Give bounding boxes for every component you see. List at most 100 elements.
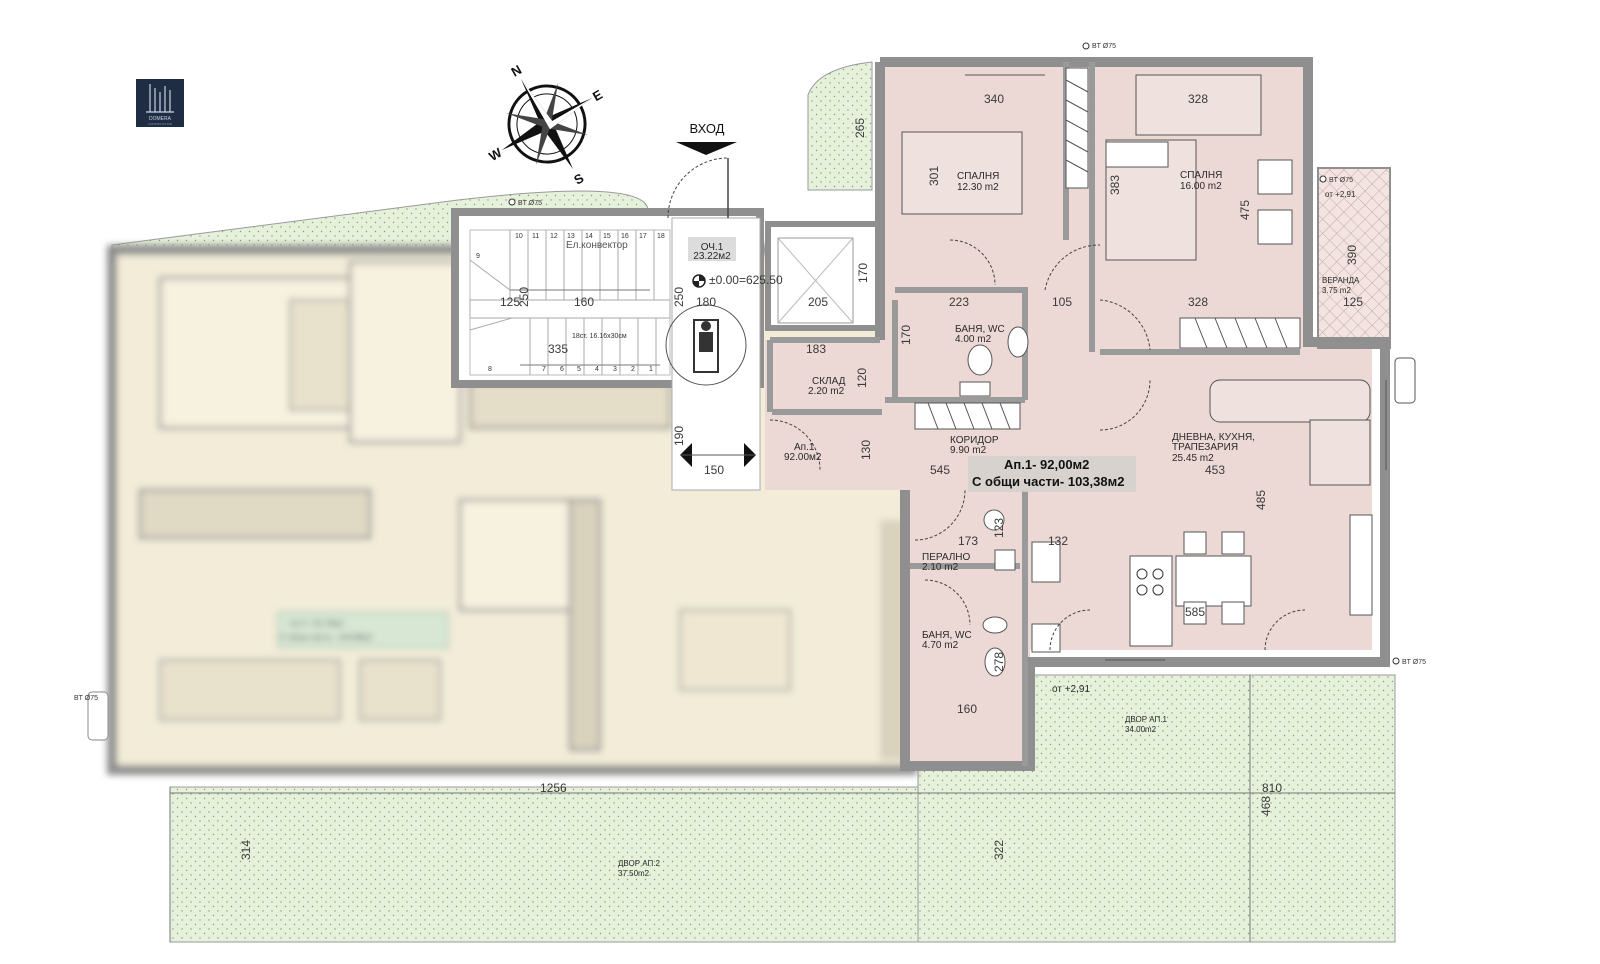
garden-top-strip [807, 61, 873, 191]
storage-area: 2.20 m2 [808, 386, 845, 397]
dimensions: 340 328 265 301 383 475 390 125 223 105 … [239, 92, 1363, 860]
yard-apt2 [169, 786, 919, 943]
svg-text:250: 250 [672, 287, 686, 307]
bedroom1-area: 12.30 m2 [957, 182, 999, 193]
yard1-name: ДВОР АП.1 [1125, 715, 1167, 724]
bath2-area: 4.70 m2 [922, 640, 959, 651]
svg-text:160: 160 [957, 702, 977, 716]
svg-text:120: 120 [855, 368, 869, 388]
svg-text:15: 15 [603, 233, 611, 240]
bath1-name: БАНЯ, WC [955, 324, 1005, 335]
svg-text:12: 12 [550, 233, 558, 240]
level-marker-icon [692, 274, 706, 288]
pipe-label-top: BT Ø75 [1092, 43, 1116, 50]
svg-text:180: 180 [696, 295, 716, 309]
entrance-label: ВХОД [690, 121, 725, 136]
pipe-right-icon [1392, 657, 1400, 665]
stair-step-numbers: 10 11 12 13 14 15 16 17 18 9 8 7 6 5 4 3… [476, 233, 665, 373]
svg-text:301: 301 [927, 166, 941, 186]
svg-text:173: 173 [958, 534, 978, 548]
svg-text:105: 105 [1052, 295, 1072, 309]
bath1-area: 4.00 m2 [955, 334, 992, 345]
svg-text:10: 10 [515, 233, 523, 240]
convector-label: Ел.конвектор [566, 240, 628, 251]
svg-text:485: 485 [1254, 490, 1268, 510]
living-area: 25.45 m2 [1172, 453, 1214, 464]
svg-text:250: 250 [517, 287, 531, 307]
logo-text: DOMERA [149, 116, 172, 122]
yard-level: от +2,91 [1052, 684, 1090, 695]
yard2-name: ДВОР АП.2 [618, 859, 660, 868]
stair-spec: 18ст. 16.16х30см [572, 333, 627, 340]
laundry-name: ПЕРАЛНО [922, 552, 971, 563]
pipe-veranda-icon [1319, 175, 1327, 183]
svg-text:8: 8 [488, 366, 492, 373]
svg-text:3: 3 [613, 366, 617, 373]
svg-text:125: 125 [1343, 295, 1363, 309]
yard1-area: 34.00m2 [1125, 725, 1157, 734]
building-logo-icon [146, 84, 174, 113]
pipe-label-far-left: BT Ø75 [74, 695, 98, 702]
svg-text:223: 223 [949, 295, 969, 309]
svg-text:1256: 1256 [540, 781, 567, 795]
veranda-name: ВЕРАНДА [1322, 276, 1360, 285]
bedroom1-name: СПАЛНЯ [957, 171, 999, 182]
svg-text:2: 2 [631, 366, 635, 373]
svg-text:132: 132 [1048, 534, 1068, 548]
svg-text:16: 16 [621, 233, 629, 240]
entrance-arrow-icon [676, 142, 737, 155]
svg-text:7: 7 [542, 366, 546, 373]
apt1-summary-line2: С общи части- 103,38м2 [972, 474, 1124, 489]
svg-text:13: 13 [567, 233, 575, 240]
pipe-top-icon [1082, 42, 1090, 50]
logo: DOMERA CONSTRUCTION [136, 79, 184, 127]
svg-text:11: 11 [532, 233, 539, 240]
stairwell [451, 157, 881, 491]
svg-text:328: 328 [1188, 295, 1208, 309]
apt2-summary-line1: Ап.2 - 91,78м2 [290, 619, 344, 628]
svg-text:170: 170 [899, 325, 913, 345]
svg-text:170: 170 [856, 263, 870, 283]
apartment-1 [765, 57, 1391, 771]
living-name-1: ДНЕВНА, КУХНЯ, [1172, 432, 1255, 443]
wheelchair-icon [693, 319, 719, 373]
pipe-label-veranda: BT Ø75 [1329, 177, 1353, 184]
apt1-summary-line1: Ап.1- 92,00м2 [1004, 457, 1089, 472]
compass-north: N [508, 62, 524, 80]
compass-south: S [571, 170, 586, 187]
svg-text:468: 468 [1259, 796, 1273, 816]
svg-text:5: 5 [577, 366, 581, 373]
yard2-area: 37.50m2 [618, 869, 650, 878]
living-name-2: ТРАПЕЗАРИЯ [1172, 442, 1238, 453]
svg-text:475: 475 [1238, 200, 1252, 220]
svg-text:130: 130 [859, 440, 873, 460]
common-area-size: 23.22м2 [693, 251, 731, 262]
svg-text:190: 190 [672, 426, 686, 446]
svg-text:183: 183 [806, 342, 826, 356]
compass-rose: N E S W [486, 62, 605, 188]
svg-text:328: 328 [1188, 92, 1208, 106]
svg-text:383: 383 [1108, 175, 1122, 195]
logo-subtext: CONSTRUCTION [148, 122, 172, 126]
laundry-area: 2.10 m2 [922, 562, 959, 573]
svg-text:585: 585 [1185, 605, 1205, 619]
svg-text:18: 18 [657, 233, 665, 240]
pipe-left-icon [508, 198, 516, 206]
svg-text:150: 150 [704, 463, 724, 477]
svg-text:9: 9 [476, 253, 480, 260]
svg-text:1: 1 [649, 366, 653, 373]
veranda-area: 3.75 m2 [1322, 286, 1351, 295]
svg-text:4: 4 [595, 366, 599, 373]
svg-text:14: 14 [585, 233, 593, 240]
pipe-label-left: BT Ø75 [518, 200, 542, 207]
svg-text:123: 123 [992, 518, 1006, 538]
svg-text:160: 160 [574, 295, 594, 309]
veranda-level: от +2,91 [1325, 190, 1356, 199]
apt1-entry-name: Ап.1 [794, 442, 815, 453]
svg-text:17: 17 [639, 233, 647, 240]
pipe-label-right: BT Ø75 [1402, 659, 1426, 666]
bedroom2-area: 16.00 m2 [1180, 181, 1222, 192]
svg-text:335: 335 [548, 342, 568, 356]
svg-text:6: 6 [560, 366, 564, 373]
